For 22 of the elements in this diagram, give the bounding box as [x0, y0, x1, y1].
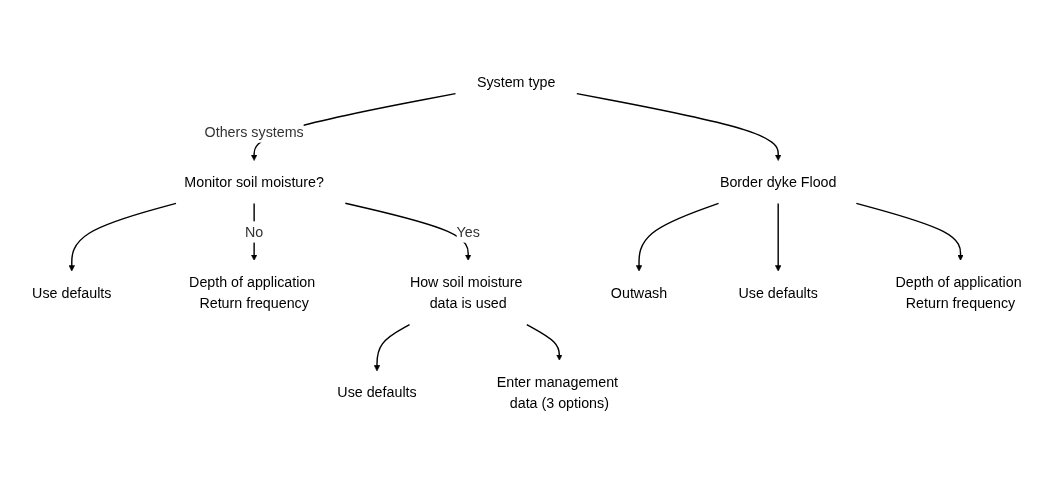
- arrow: [576, 93, 782, 162]
- arrow: [775, 203, 782, 272]
- edge-label: Yes: [456, 224, 480, 241]
- arrow: [68, 203, 177, 272]
- node-text: Depth of application Return frequency: [189, 274, 316, 312]
- node-text: Use defaults: [32, 285, 112, 301]
- arrow: [855, 203, 964, 262]
- node-text: Enter management data (3 options): [496, 374, 619, 412]
- arrow: [373, 324, 411, 372]
- node-text: Depth of application Return frequency: [895, 274, 1022, 312]
- node-text: System type: [476, 74, 556, 91]
- node-text: Use defaults: [337, 384, 417, 401]
- node-text: Use defaults: [738, 285, 818, 301]
- node-text: Monitor soil moisture?: [184, 174, 324, 191]
- edge-label: Others systems: [204, 124, 304, 141]
- node-text: How soil moisture data is used: [409, 274, 523, 312]
- node-text: Outwash: [610, 285, 668, 301]
- arrow: [526, 324, 563, 361]
- edge-label: No: [245, 224, 264, 241]
- arrow: [344, 202, 472, 262]
- arrow: [635, 203, 720, 272]
- node-text: Border dyke Flood: [719, 174, 837, 191]
